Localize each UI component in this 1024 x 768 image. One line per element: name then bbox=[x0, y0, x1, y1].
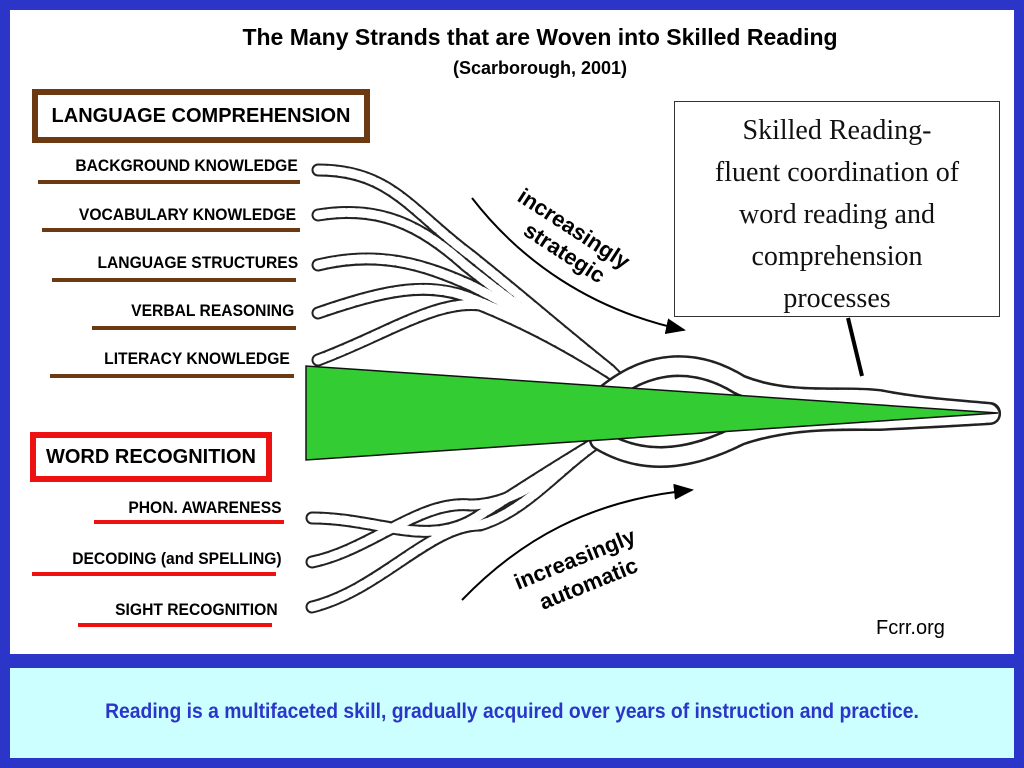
strand-underline bbox=[78, 623, 272, 627]
skilled-reading-line-4: comprehension bbox=[751, 241, 923, 272]
strand-underline bbox=[50, 374, 294, 378]
skilled-pointer bbox=[846, 317, 864, 377]
strand-label-vocabulary-knowledge: VOCABULARY KNOWLEDGE bbox=[78, 205, 296, 224]
strand-label-sight-recognition: SIGHT RECOGNITION bbox=[115, 600, 278, 619]
strand-underline bbox=[94, 520, 284, 524]
skilled-reading-line-1: Skilled Reading- bbox=[742, 115, 932, 146]
lower-arrow bbox=[461, 483, 694, 601]
strand-underline bbox=[32, 572, 276, 576]
strand-label-language-structures: LANGUAGE STRUCTURES bbox=[97, 253, 298, 272]
page-subtitle: (Scarborough, 2001) bbox=[452, 58, 628, 78]
strand-underline bbox=[52, 278, 296, 282]
strand-label-phon-awareness: PHON. AWARENESS bbox=[128, 498, 282, 517]
upper-arrow bbox=[471, 197, 686, 335]
strand-underline bbox=[38, 180, 300, 184]
language-comprehension-heading: LANGUAGE COMPREHENSION bbox=[32, 89, 370, 143]
rope-diagram: increasingly strategic increasingly auto… bbox=[305, 163, 1001, 615]
strand-label-decoding: DECODING (and SPELLING) bbox=[72, 549, 282, 568]
strand-underline bbox=[92, 326, 296, 330]
skilled-reading-line-5: processes bbox=[783, 283, 891, 314]
lower-rope-strands bbox=[305, 429, 615, 614]
upper-rope-strands bbox=[311, 163, 625, 385]
word-recognition-heading: WORD RECOGNITION bbox=[30, 432, 272, 482]
skilled-reading-line-3: word reading and bbox=[739, 199, 935, 230]
strand-label-verbal-reasoning: VERBAL REASONING bbox=[130, 301, 294, 320]
footer-text: Reading is a multifaceted skill, gradual… bbox=[105, 700, 919, 723]
source-credit: Fcrr.org bbox=[876, 617, 945, 639]
skilled-reading-line-2: fluent coordination of bbox=[714, 157, 960, 188]
page-title: The Many Strands that are Woven into Ski… bbox=[242, 24, 838, 50]
footer-band: Reading is a multifaceted skill, gradual… bbox=[10, 668, 1014, 758]
strand-underline bbox=[42, 228, 300, 232]
skilled-reading-callout: Skilled Reading- fluent coordination of … bbox=[674, 101, 1000, 317]
green-wedge bbox=[305, 365, 999, 461]
strand-label-literacy-knowledge: LITERACY KNOWLEDGE bbox=[104, 349, 290, 368]
strand-label-background-knowledge: BACKGROUND KNOWLEDGE bbox=[75, 156, 298, 175]
